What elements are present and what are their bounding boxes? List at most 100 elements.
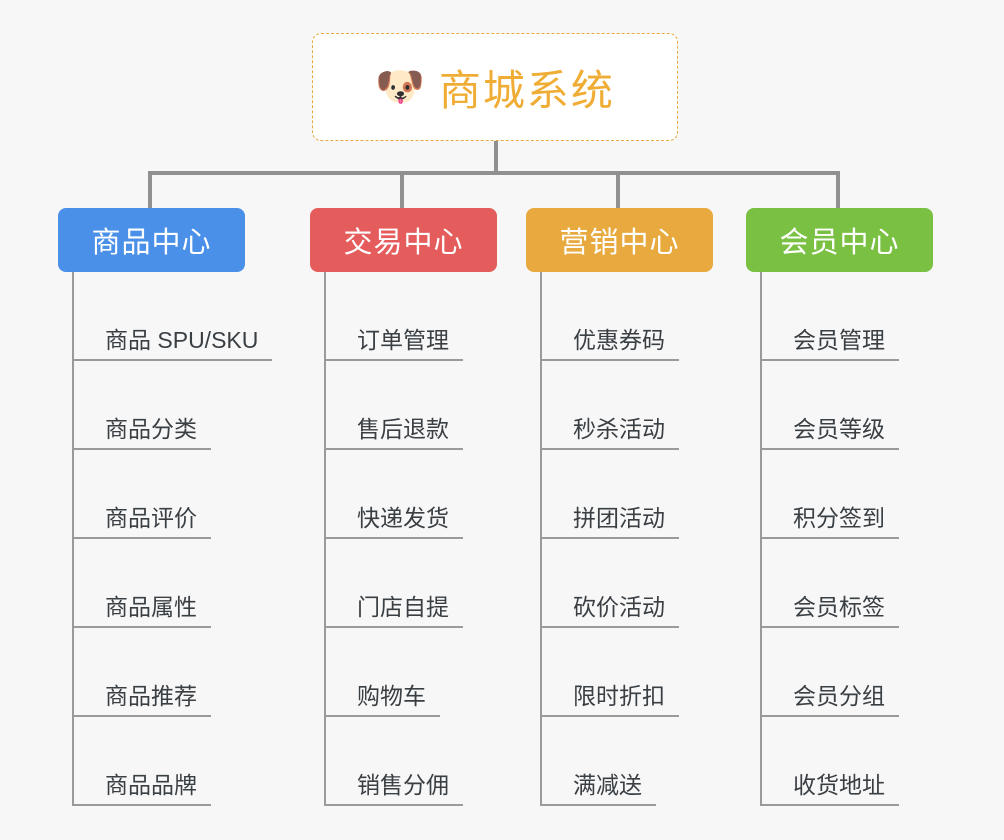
leaf-label: 拼团活动 [573,505,665,531]
leaf-spine [72,272,74,806]
leaf-item[interactable]: 商品属性 [72,539,302,628]
leaf-underline [760,448,899,450]
leaf-label: 砍价活动 [573,594,665,620]
leaf-item[interactable]: 拼团活动 [540,450,770,539]
leaf-underline [72,537,211,539]
category-box-3[interactable]: 会员中心 [746,208,933,272]
leaf-item[interactable]: 快递发货 [324,450,554,539]
leaf-underline [760,804,899,806]
leaf-label: 会员标签 [793,594,885,620]
leaf-list-2: 优惠券码秒杀活动拼团活动砍价活动限时折扣满减送 [540,272,770,806]
leaf-item[interactable]: 会员分组 [760,628,990,717]
leaf-spine [324,272,326,806]
leaf-item[interactable]: 限时折扣 [540,628,770,717]
leaf-label: 商品推荐 [105,683,197,709]
leaf-label: 销售分佣 [357,772,449,798]
connector-drop-2 [616,171,620,209]
category-column-1: 交易中心订单管理售后退款快递发货门店自提购物车销售分佣 [310,208,554,806]
leaf-label: 优惠券码 [573,327,665,353]
leaf-underline [540,626,679,628]
leaf-label: 会员管理 [793,327,885,353]
leaf-item[interactable]: 会员管理 [760,272,990,361]
leaf-underline [760,359,899,361]
category-column-0: 商品中心商品 SPU/SKU 商品分类商品评价商品属性商品推荐商品品牌 [58,208,302,806]
leaf-item[interactable]: 销售分佣 [324,717,554,806]
leaf-item[interactable]: 会员等级 [760,361,990,450]
root-title: 商城系统 [438,66,615,114]
category-label: 营销中心 [559,227,680,259]
category-box-0[interactable]: 商品中心 [58,208,245,272]
leaf-label: 购物车 [357,683,426,709]
leaf-label: 商品分类 [105,416,197,442]
leaf-item[interactable]: 会员标签 [760,539,990,628]
connector-drop-0 [148,171,152,209]
connector-horizontal-bus [150,171,840,175]
leaf-underline [324,626,463,628]
leaf-spine [540,272,542,806]
leaf-label: 积分签到 [793,505,885,531]
leaf-item[interactable]: 收货地址 [760,717,990,806]
leaf-item[interactable]: 商品 SPU/SKU [72,272,302,361]
leaf-list-0: 商品 SPU/SKU 商品分类商品评价商品属性商品推荐商品品牌 [72,272,302,806]
leaf-item[interactable]: 订单管理 [324,272,554,361]
leaf-item[interactable]: 商品分类 [72,361,302,450]
connector-root-stem [494,141,498,173]
leaf-underline [540,804,656,806]
leaf-underline [540,715,679,717]
leaf-underline [760,626,899,628]
leaf-label: 秒杀活动 [573,416,665,442]
leaf-underline [72,715,211,717]
root-node[interactable]: 🐶 商城系统 [312,33,678,141]
leaf-underline [324,804,463,806]
category-label: 商品中心 [91,227,212,259]
leaf-underline [324,537,463,539]
leaf-spine [760,272,762,806]
leaf-list-1: 订单管理售后退款快递发货门店自提购物车销售分佣 [324,272,554,806]
leaf-label: 快递发货 [357,505,449,531]
leaf-label: 满减送 [573,772,642,798]
leaf-label: 会员分组 [793,683,885,709]
leaf-underline [540,448,679,450]
leaf-label: 商品 SPU/SKU [105,327,259,353]
leaf-underline [324,359,463,361]
leaf-item[interactable]: 购物车 [324,628,554,717]
leaf-item[interactable]: 商品评价 [72,450,302,539]
leaf-underline [72,804,211,806]
leaf-item[interactable]: 砍价活动 [540,539,770,628]
leaf-underline [72,359,272,361]
category-box-2[interactable]: 营销中心 [526,208,713,272]
leaf-underline [324,715,440,717]
leaf-label: 会员等级 [793,416,885,442]
leaf-label: 收货地址 [793,772,885,798]
leaf-item[interactable]: 优惠券码 [540,272,770,361]
leaf-list-3: 会员管理会员等级积分签到会员标签会员分组收货地址 [760,272,990,806]
category-label: 会员中心 [779,227,900,259]
connector-drop-3 [836,171,840,209]
dog-face-icon: 🐶 [375,65,425,109]
category-label: 交易中心 [343,227,464,259]
leaf-label: 订单管理 [357,327,449,353]
leaf-item[interactable]: 满减送 [540,717,770,806]
category-column-2: 营销中心优惠券码秒杀活动拼团活动砍价活动限时折扣满减送 [526,208,770,806]
leaf-label: 商品属性 [105,594,197,620]
leaf-item[interactable]: 商品推荐 [72,628,302,717]
category-box-1[interactable]: 交易中心 [310,208,497,272]
leaf-item[interactable]: 售后退款 [324,361,554,450]
category-column-3: 会员中心会员管理会员等级积分签到会员标签会员分组收货地址 [746,208,990,806]
leaf-underline [760,537,899,539]
leaf-underline [72,448,211,450]
leaf-underline [72,626,211,628]
leaf-label: 商品品牌 [105,772,197,798]
leaf-underline [540,537,679,539]
leaf-item[interactable]: 积分签到 [760,450,990,539]
leaf-item[interactable]: 商品品牌 [72,717,302,806]
leaf-label: 门店自提 [357,594,449,620]
leaf-item[interactable]: 秒杀活动 [540,361,770,450]
leaf-item[interactable]: 门店自提 [324,539,554,628]
leaf-label: 售后退款 [357,416,449,442]
leaf-label: 限时折扣 [573,683,665,709]
connector-drop-1 [400,171,404,209]
leaf-label: 商品评价 [105,505,197,531]
leaf-underline [540,359,679,361]
